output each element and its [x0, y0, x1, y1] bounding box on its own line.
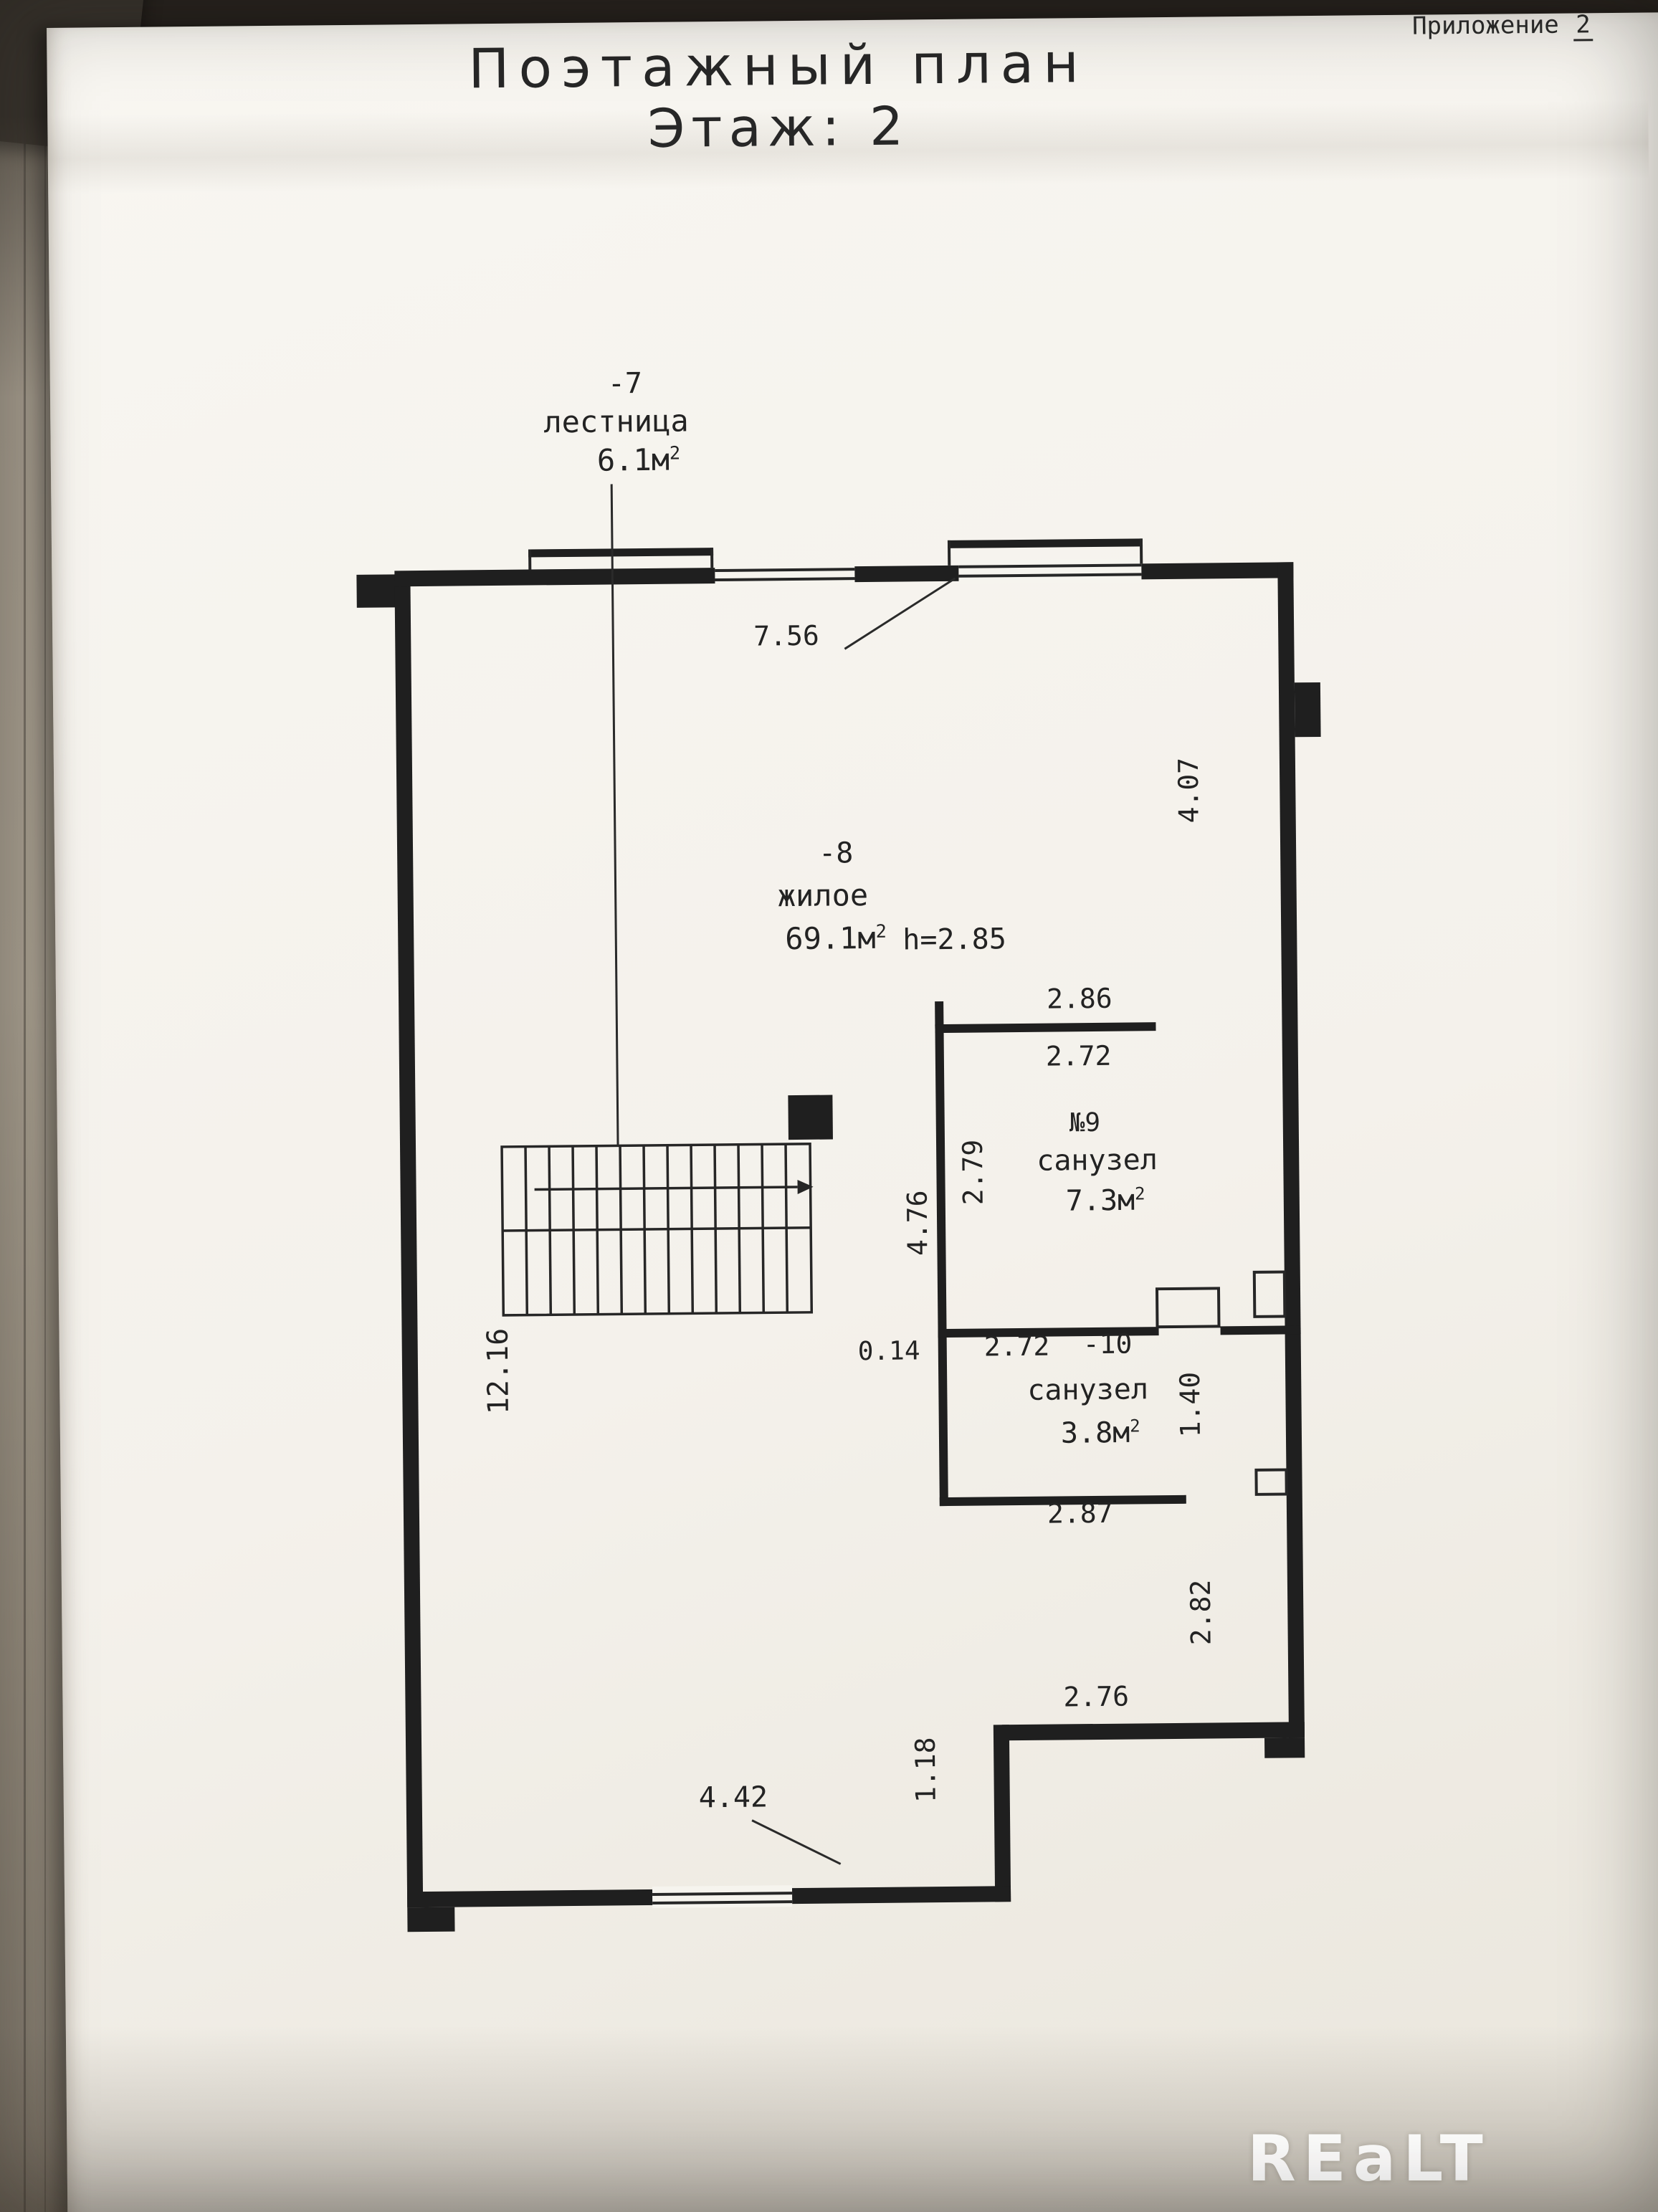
room7-area-sup: 2 [669, 442, 681, 464]
dim-bottom-right: 2.76 [1063, 1680, 1130, 1713]
room8-area: 69.1м2 [785, 920, 887, 957]
dim-wall-thickness: 0.14 [857, 1336, 920, 1367]
room8-name: жилое [777, 877, 869, 914]
room10-number: -10 [1082, 1327, 1133, 1360]
room9-area-value: 7.3м [1065, 1183, 1135, 1218]
dim-right-upper: 4.07 [1172, 757, 1205, 824]
dim-s9-left-inner: 2.79 [956, 1139, 989, 1206]
leader-lines [610, 484, 956, 1865]
room7-area: 6.1м2 [596, 442, 681, 478]
room8-number: -8 [818, 836, 854, 870]
room10-area-sup: 2 [1130, 1416, 1140, 1436]
dim-top-width: 7.56 [753, 619, 819, 652]
dim-right-lower: 2.82 [1184, 1579, 1217, 1646]
interior-walls [788, 1001, 1301, 1507]
room9-area: 7.3м2 [1065, 1183, 1145, 1218]
dim-s9-top-inner: 2.72 [1045, 1039, 1112, 1072]
room9-area-sup: 2 [1134, 1183, 1145, 1204]
dim-s9-top-outer: 2.86 [1046, 982, 1113, 1015]
room10-name: санузел [1027, 1373, 1149, 1407]
room8-area-sup: 2 [875, 920, 887, 942]
room9-name: санузел [1037, 1143, 1158, 1178]
dim-step-height: 1.18 [909, 1737, 942, 1803]
dim-bottom-left: 4.42 [698, 1780, 768, 1815]
room9-number: №9 [1069, 1107, 1101, 1138]
dim-s10-bottom: 2.87 [1047, 1497, 1113, 1530]
dim-left-height: 12.16 [481, 1327, 515, 1415]
dim-s10-height: 1.40 [1173, 1371, 1206, 1438]
room8-height: h=2.85 [902, 923, 1007, 957]
window-openings [528, 538, 1143, 1908]
room10-area: 3.8м2 [1061, 1416, 1140, 1449]
room8-area-value: 69.1м [785, 920, 876, 957]
room7-name: лестница [543, 403, 689, 440]
staircase [500, 1143, 814, 1317]
realt-watermark: REaLT [1247, 2122, 1490, 2196]
room10-area-value: 3.8м [1060, 1416, 1130, 1450]
photo-bottom-shadow [0, 2026, 1658, 2212]
dim-s10-width: 2.72 [983, 1330, 1050, 1363]
room7-area-value: 6.1м [596, 442, 670, 478]
fixtures [1155, 1270, 1288, 1496]
paper-sheet: Приложение 2 Поэтажный план Этаж: 2 [0, 10, 1658, 2212]
room7-number: -7 [607, 367, 643, 401]
dim-s9-left-outer: 4.76 [901, 1190, 934, 1257]
